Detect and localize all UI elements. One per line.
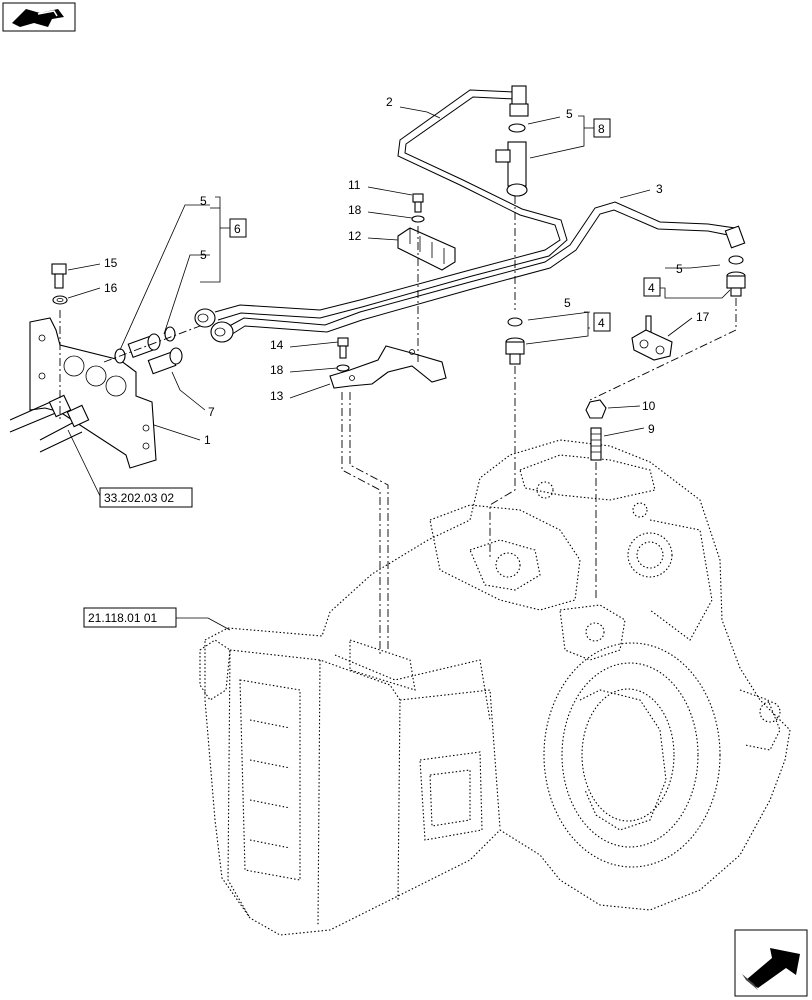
svg-text:21.118.01 01: 21.118.01 01 <box>88 611 158 625</box>
pipe-3 <box>221 201 741 339</box>
adapter-fitting-middle <box>505 337 525 365</box>
adapter-fitting-7 <box>147 347 183 375</box>
tee-fitting <box>495 123 528 197</box>
o-ring-middle <box>507 317 523 327</box>
transmission-housing <box>199 439 791 936</box>
adapter-fitting-right <box>726 271 746 297</box>
leader-lines <box>67 106 731 631</box>
callout-3: 3 <box>656 182 663 196</box>
pipe-2-end-fitting <box>509 85 529 117</box>
reference-21-118-01-01[interactable]: 21.118.01 01 <box>83 607 177 628</box>
callout-12: 12 <box>348 229 362 243</box>
bolt-11 <box>412 193 424 213</box>
callout-2: 2 <box>386 95 393 109</box>
callout-10: 10 <box>642 399 656 413</box>
svg-text:4: 4 <box>598 316 605 330</box>
callout-9: 9 <box>648 422 655 436</box>
boxed-callout-8[interactable]: 8 <box>593 118 611 138</box>
assembly-center-lines <box>59 196 737 655</box>
callout-18-lower: 18 <box>270 363 284 377</box>
boxed-callout-4-right[interactable]: 4 <box>643 277 661 297</box>
callout-18-upper: 18 <box>348 203 362 217</box>
svg-text:33.202.03 02: 33.202.03 02 <box>104 491 174 505</box>
exit-arrow-icon[interactable] <box>734 929 808 997</box>
svg-text:8: 8 <box>598 122 605 136</box>
boxed-callout-4-middle[interactable]: 4 <box>593 312 611 332</box>
callout-17: 17 <box>696 310 710 324</box>
o-ring-right <box>728 255 744 265</box>
washer-16 <box>52 295 68 305</box>
callout-5-middle: 5 <box>564 296 571 310</box>
callout-11: 11 <box>348 178 361 192</box>
washer-18-lower <box>336 364 350 372</box>
svg-text:4: 4 <box>648 281 655 295</box>
bracket-1 <box>29 317 157 469</box>
pipe-left-end-nuts <box>194 308 234 343</box>
hose-assembly <box>9 394 90 453</box>
svg-text:6: 6 <box>234 222 241 236</box>
adapter-fitting-upper <box>127 333 161 359</box>
callout-7: 7 <box>208 405 215 419</box>
cap-10 <box>585 399 607 419</box>
o-ring-left-2 <box>164 326 176 342</box>
callout-15: 15 <box>104 256 118 270</box>
clamp-12 <box>397 227 456 271</box>
callout-5-right: 5 <box>676 262 683 276</box>
callout-16: 16 <box>104 281 118 295</box>
clip-17 <box>631 315 673 361</box>
callout-5-upper-right: 5 <box>566 107 573 121</box>
pipe-3-end-fitting <box>724 225 746 249</box>
bolt-14 <box>337 337 349 359</box>
book-arrow-icon[interactable] <box>2 2 76 32</box>
callout-13: 13 <box>270 389 284 403</box>
callout-5-left-top: 5 <box>200 194 207 208</box>
breather-9 <box>590 427 602 461</box>
bracket-13 <box>329 345 447 389</box>
washer-18-upper <box>411 215 425 223</box>
callout-14: 14 <box>270 338 284 352</box>
bolt-15 <box>51 263 67 289</box>
callout-1: 1 <box>204 433 211 447</box>
reference-33-202-03-02[interactable]: 33.202.03 02 <box>99 487 193 508</box>
boxed-callout-6[interactable]: 6 <box>229 218 247 238</box>
callout-5-left-bottom: 5 <box>200 248 207 262</box>
pipe-2 <box>214 89 568 321</box>
callout-labels: 1 2 3 5 5 5 5 5 7 9 10 11 12 13 14 15 16… <box>104 95 710 447</box>
